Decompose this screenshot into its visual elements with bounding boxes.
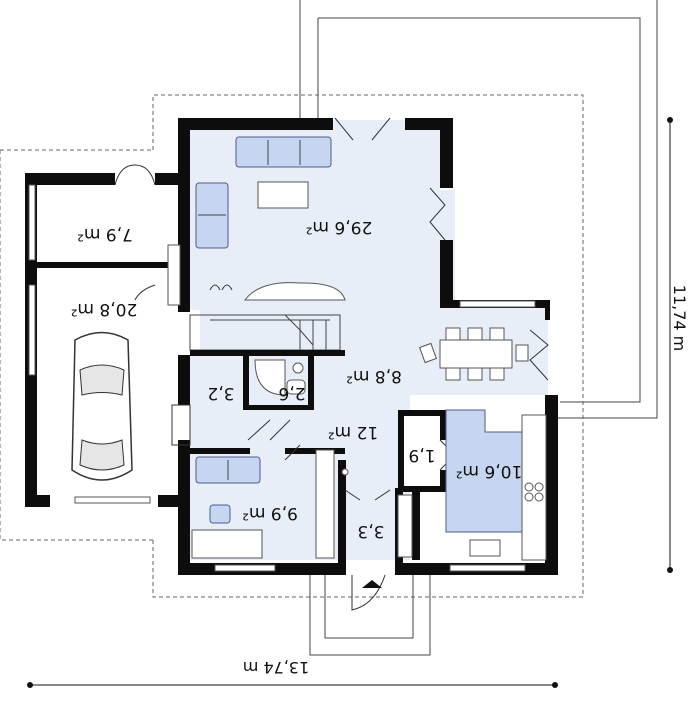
dimension-height: 11,74 m <box>667 117 689 573</box>
garage-walls <box>25 120 190 575</box>
entrance-porch <box>309 572 431 656</box>
office-furniture <box>191 449 413 559</box>
doors <box>114 117 549 501</box>
staircase <box>210 314 330 350</box>
roof-overhang-outline <box>0 94 584 598</box>
room-label-2-6: 2,6 <box>278 383 305 403</box>
room-label-1-9: 1,9 <box>408 445 435 465</box>
room-label-8-8: 8,8 m² <box>346 366 402 386</box>
dimension-width: 13,74 m <box>27 658 558 688</box>
room-label-7-9: 7,9 m² <box>77 224 133 244</box>
entrance-marker <box>341 468 386 611</box>
room-label-12: 12 m² <box>328 422 378 442</box>
room-label-29-6: 29,6 m² <box>306 217 373 237</box>
kitchen-fixtures <box>445 409 547 561</box>
dimension-width-label: 13,74 m <box>243 658 309 677</box>
room-labels: 7,9 m² 20,8 m² 29,6 m² 8,8 m² 3,2 2,6 12… <box>71 217 523 541</box>
internal-walls <box>189 314 446 560</box>
room-label-20-8: 20,8 m² <box>71 299 138 319</box>
room-label-9-9: 9,9 m² <box>242 503 298 523</box>
dimension-height-label: 11,74 m <box>670 285 689 351</box>
bathroom-fixtures <box>254 359 306 396</box>
room-label-3-3: 3,3 <box>357 521 384 541</box>
car-icon <box>71 331 133 481</box>
room-label-3-2: 3,2 <box>207 383 234 403</box>
living-room-furniture <box>167 136 346 306</box>
dining-set <box>418 327 529 381</box>
terrace-outline <box>299 0 658 419</box>
room-label-10-6: 10,6 m² <box>456 461 523 481</box>
